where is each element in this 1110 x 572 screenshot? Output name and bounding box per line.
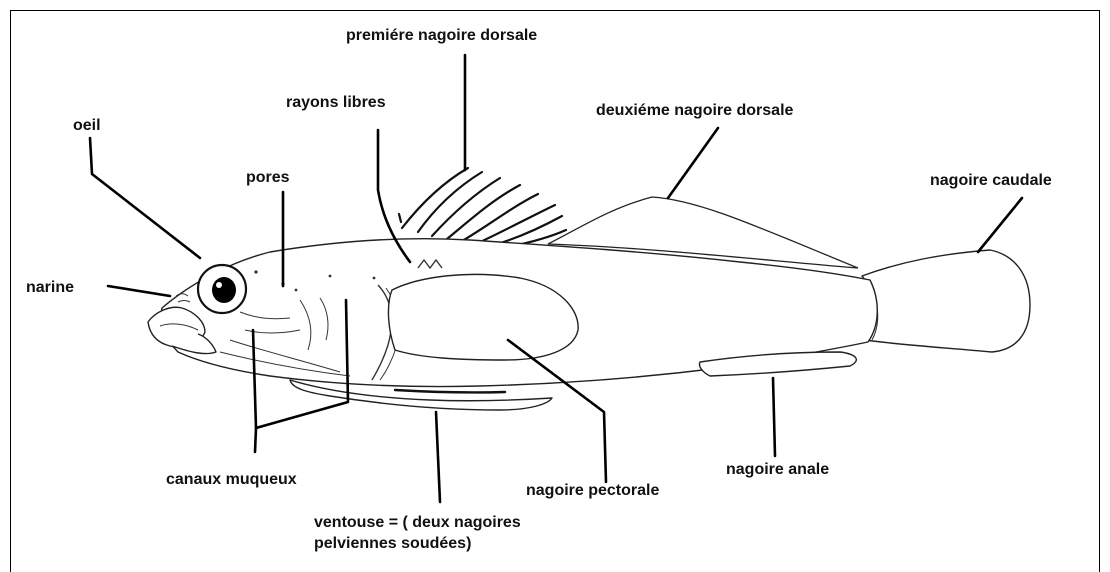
label-ventouse-line1: ventouse = ( deux nagoires <box>314 514 521 531</box>
leader-caudale <box>978 198 1022 252</box>
label-oeil: oeil <box>73 117 101 134</box>
label-canaux: canaux muqueux <box>166 471 297 488</box>
label-premiere-dorsale: premiére nagoire dorsale <box>346 27 537 44</box>
label-deuxieme-dorsale: deuxiéme nagoire dorsale <box>596 102 794 119</box>
fish-illustration <box>148 168 1030 410</box>
fish-eye-pupil <box>212 277 236 303</box>
leader-narine <box>108 286 170 296</box>
leader-oeil <box>90 138 200 258</box>
leader-deuxieme-dorsale <box>668 128 718 198</box>
leader-anale <box>773 378 775 456</box>
leader-canaux-stem <box>255 428 256 452</box>
label-ventouse-line2: pelviennes soudées) <box>314 535 471 552</box>
first-dorsal-fin <box>395 168 566 247</box>
label-pectorale: nagoire pectorale <box>526 482 659 499</box>
label-caudale: nagoire caudale <box>930 172 1052 189</box>
label-rayons-libres: rayons libres <box>286 94 386 111</box>
label-pores: pores <box>246 169 290 186</box>
leader-ventouse <box>436 412 440 502</box>
label-anale: nagoire anale <box>726 461 829 478</box>
caudal-fin <box>862 250 1030 352</box>
label-narine: narine <box>26 279 74 296</box>
